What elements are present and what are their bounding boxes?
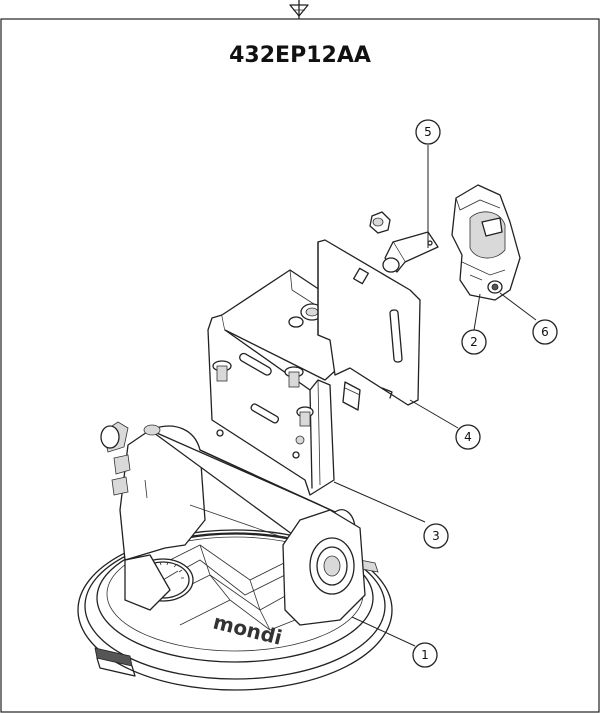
- part-2-clip: [451, 184, 521, 301]
- drawing-title: 432EP12AA: [229, 43, 371, 68]
- callout-3: 3: [423, 523, 449, 549]
- svg-text:6: 6: [541, 325, 549, 339]
- svg-text:2: 2: [470, 335, 478, 349]
- callout-5: 5: [415, 119, 441, 145]
- svg-text:5: 5: [424, 125, 432, 139]
- part-1-handle-body: [100, 421, 366, 626]
- callout-6: 6: [532, 319, 558, 345]
- callout-1: 1: [412, 642, 438, 668]
- leader-lines: [333, 145, 537, 647]
- callout-4: 4: [455, 424, 481, 450]
- drawing-frame: [0, 18, 600, 713]
- svg-text:3: 3: [432, 529, 440, 543]
- svg-text:1: 1: [421, 648, 429, 662]
- svg-text:4: 4: [464, 430, 472, 444]
- part-5-pin-and-nut: [369, 211, 439, 273]
- part-6-screw: [487, 280, 503, 294]
- part-4-mounting-plate: [317, 239, 421, 411]
- callout-2: 2: [461, 329, 487, 355]
- triangle-down-datum-icon: [289, 0, 309, 19]
